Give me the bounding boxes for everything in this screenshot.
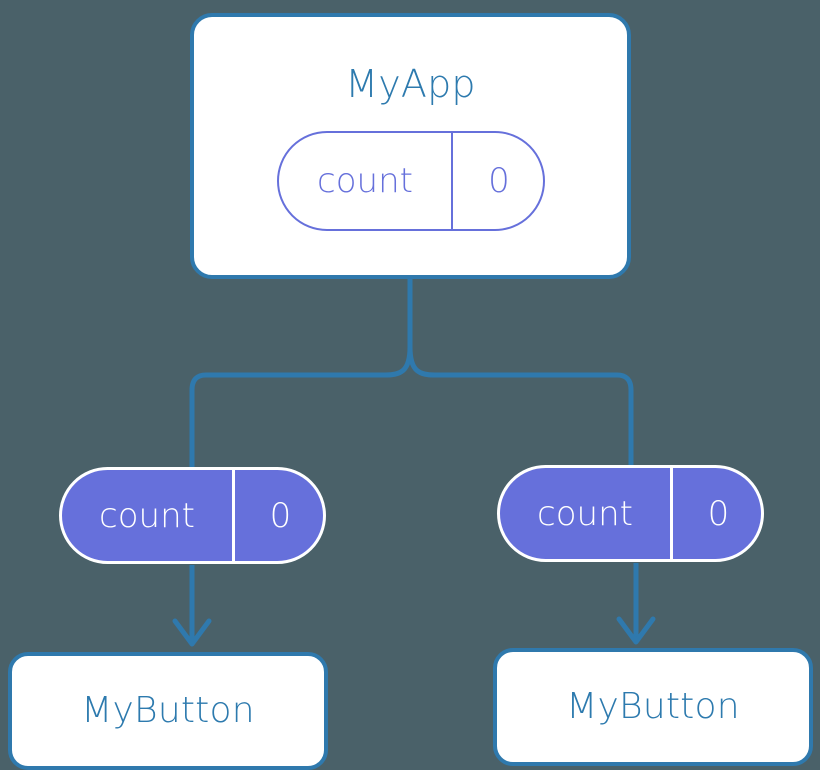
component-label-mybutton-right: MyButton (566, 686, 740, 727)
state-key-child-left: count (99, 495, 195, 536)
arrow-head-right (616, 616, 656, 645)
state-key-root: count (317, 161, 413, 201)
component-box-mybutton-left[interactable]: MyButton (8, 652, 328, 770)
component-label-mybutton-left: MyButton (81, 690, 255, 731)
state-value-child-left: 0 (232, 470, 323, 561)
branch-line-left (189, 346, 413, 467)
arrow-head-left (172, 618, 212, 647)
state-pill-child-left[interactable]: count 0 (59, 467, 326, 564)
branch-line-right (407, 346, 634, 465)
state-value-child-right: 0 (670, 468, 761, 559)
state-pill-child-right[interactable]: count 0 (497, 465, 764, 562)
component-box-mybutton-right[interactable]: MyButton (493, 648, 813, 766)
state-value-root: 0 (451, 133, 543, 229)
state-pill-root[interactable]: count 0 (277, 131, 545, 231)
component-label-myapp: MyApp (345, 62, 476, 106)
state-key-child-right: count (537, 493, 633, 534)
